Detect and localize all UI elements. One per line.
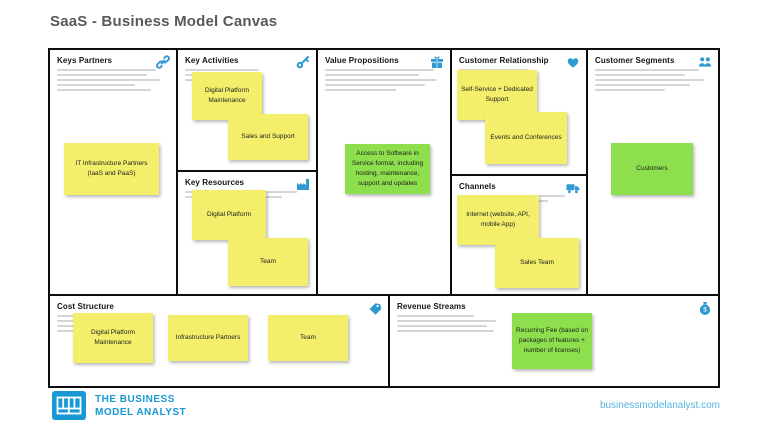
sticky-note: Recurring Fee (based on packages of feat… bbox=[512, 313, 592, 369]
sticky-note: Access to Software in Service format, in… bbox=[345, 144, 430, 194]
business-model-canvas: Keys Partners Key Activities Key Resourc… bbox=[48, 48, 720, 388]
truck-icon bbox=[566, 181, 580, 195]
heart-icon bbox=[566, 55, 580, 69]
sticky-note: Internet (website, API, mobile App) bbox=[457, 195, 539, 245]
moneybag-icon: $ bbox=[698, 301, 712, 315]
section-key-partners: Keys Partners bbox=[50, 50, 178, 294]
factory-icon bbox=[296, 177, 310, 191]
gift-icon bbox=[430, 55, 444, 69]
placeholder-lines bbox=[57, 69, 169, 91]
section-title: Value Propositions bbox=[325, 56, 399, 65]
sticky-note: Events and Conferences bbox=[485, 112, 567, 164]
section-customer-segments: Customer Segments bbox=[588, 50, 718, 294]
brand-name: THE BUSINESS MODEL ANALYST bbox=[95, 394, 186, 419]
sticky-note: Digital Platform Maintenance bbox=[73, 313, 153, 363]
people-icon bbox=[698, 55, 712, 69]
sticky-note: Digital Platform bbox=[192, 190, 266, 240]
link-icon bbox=[156, 55, 170, 69]
sticky-note: Self-Service + Dedicated Support bbox=[457, 70, 537, 120]
placeholder-lines bbox=[325, 69, 443, 91]
brand-logo-icon bbox=[52, 391, 86, 420]
section-revenue-streams: Revenue Streams $ bbox=[390, 294, 718, 386]
section-value-propositions: Value Propositions bbox=[318, 50, 452, 294]
section-title: Cost Structure bbox=[57, 302, 114, 311]
section-title: Revenue Streams bbox=[397, 302, 466, 311]
key-icon bbox=[296, 55, 310, 69]
section-title: Channels bbox=[459, 182, 496, 191]
sticky-note: Team bbox=[268, 315, 348, 361]
sticky-note: Sales and Support bbox=[228, 114, 308, 160]
sticky-note: Sales Team bbox=[495, 238, 579, 288]
section-title: Customer Relationship bbox=[459, 56, 549, 65]
svg-text:$: $ bbox=[703, 307, 707, 314]
placeholder-lines bbox=[397, 315, 507, 332]
tag-icon bbox=[368, 301, 382, 315]
section-title: Keys Partners bbox=[57, 56, 113, 65]
brand-line-1: THE BUSINESS bbox=[95, 394, 175, 405]
page-title: SaaS - Business Model Canvas bbox=[50, 13, 278, 30]
section-title: Key Activities bbox=[185, 56, 239, 65]
sticky-note: Infrastructure Partners bbox=[168, 315, 248, 361]
placeholder-lines bbox=[595, 69, 711, 91]
sticky-note: Team bbox=[228, 238, 308, 286]
sticky-note: IT Infrastructure Partners (IaaS and Paa… bbox=[64, 143, 159, 195]
website-link[interactable]: businessmodelanalyst.com bbox=[599, 400, 720, 411]
brand-line-2: MODEL ANALYST bbox=[95, 406, 187, 418]
sticky-note: Customers bbox=[611, 143, 693, 195]
section-title: Customer Segments bbox=[595, 56, 675, 65]
sticky-note: Digital Platform Maintenance bbox=[192, 72, 262, 120]
section-title: Key Resources bbox=[185, 178, 245, 187]
